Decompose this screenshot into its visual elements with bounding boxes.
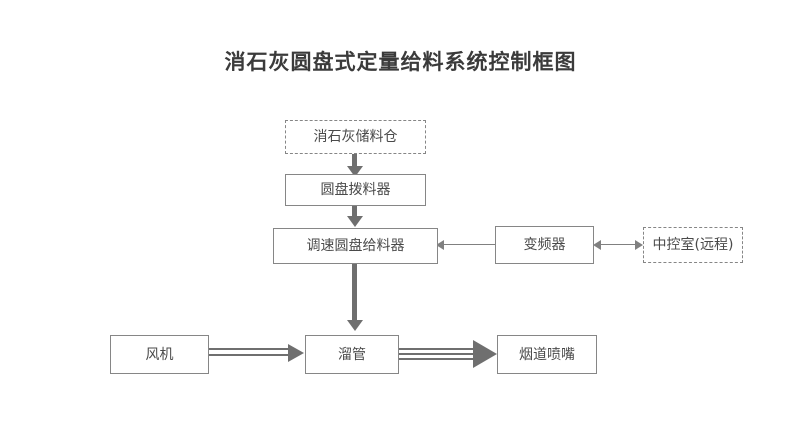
- node-fan-label: 风机: [145, 346, 174, 363]
- node-inverter-label: 变频器: [523, 237, 566, 253]
- edge-chute-to-flue-nozzle-head: [473, 340, 497, 368]
- edge-inverter-control-room-line: [601, 244, 635, 245]
- edge-silo-to-disc-scraper-head: [346, 166, 363, 177]
- edge-fan-to-chute: [208, 346, 290, 360]
- edge-silo-to-disc-scraper-shaft: [352, 153, 357, 169]
- node-control-room-label: 中控室(远程): [652, 237, 734, 253]
- edge-inverter-to-feeder-head: [436, 239, 444, 250]
- edge-inverter-control-room-head-right: [635, 239, 643, 250]
- node-lime-silo-label: 消石灰储料仓: [313, 129, 398, 145]
- edge-feeder-to-chute-head: [346, 320, 363, 331]
- edge-chute-to-flue-nozzle: [398, 348, 478, 362]
- node-fan[interactable]: 风机: [110, 335, 209, 374]
- node-inverter[interactable]: 变频器: [495, 226, 594, 264]
- node-disc-scraper[interactable]: 圆盘拨料器: [285, 174, 426, 206]
- edge-disc-scraper-to-feeder-shaft: [352, 205, 357, 217]
- node-lime-silo[interactable]: 消石灰储料仓: [285, 120, 426, 154]
- node-chute[interactable]: 溜管: [305, 335, 399, 374]
- node-speed-disc-feeder[interactable]: 调速圆盘给料器: [273, 228, 438, 264]
- edge-inverter-to-feeder-line: [444, 244, 496, 245]
- node-speed-disc-feeder-label: 调速圆盘给料器: [306, 238, 405, 254]
- edge-disc-scraper-to-feeder-head: [346, 216, 363, 227]
- node-disc-scraper-label: 圆盘拨料器: [320, 182, 391, 198]
- node-control-room[interactable]: 中控室(远程): [643, 227, 743, 263]
- edge-feeder-to-chute-shaft: [352, 263, 357, 321]
- edge-inverter-control-room-head-left: [593, 239, 601, 250]
- edge-fan-to-chute-head: [288, 344, 304, 362]
- page-title: 消石灰圆盘式定量给料系统控制框图: [224, 50, 577, 74]
- node-flue-nozzle[interactable]: 烟道喷嘴: [497, 335, 597, 374]
- node-flue-nozzle-label: 烟道喷嘴: [519, 346, 575, 363]
- node-chute-label: 溜管: [338, 346, 366, 363]
